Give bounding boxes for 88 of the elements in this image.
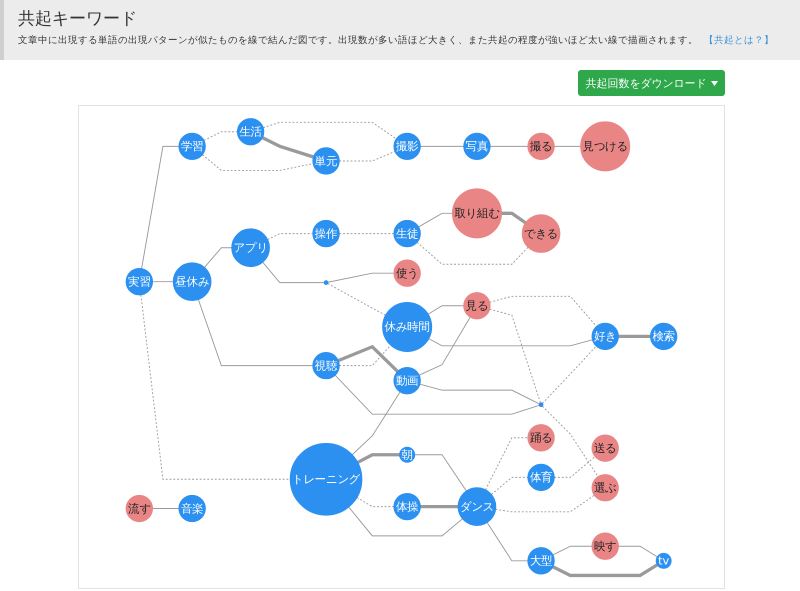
node-circle: ダンス	[458, 487, 496, 526]
connector	[262, 122, 397, 140]
connector	[140, 294, 291, 480]
connector	[416, 242, 529, 265]
node-circle: 検索	[650, 322, 678, 350]
connector	[418, 212, 453, 228]
node-circle: 撮影	[393, 132, 421, 160]
connector	[419, 384, 540, 404]
node-circle: 使う	[393, 260, 421, 287]
node-circle	[324, 280, 328, 285]
connector	[554, 456, 596, 478]
connector	[542, 406, 598, 478]
connector	[262, 136, 314, 159]
node-circle: 実習	[126, 268, 153, 296]
node-circle: tv	[656, 552, 672, 569]
connector	[334, 374, 540, 415]
node-circle: できる	[522, 214, 560, 253]
connector	[618, 546, 658, 558]
node-circle: 踊る	[527, 424, 555, 452]
node-circle: アプリ	[231, 228, 270, 268]
connector	[267, 233, 314, 240]
node-circle: 体操	[393, 492, 421, 520]
connector	[352, 391, 401, 456]
connector	[327, 283, 386, 316]
node-circle: 好き	[592, 322, 619, 350]
node-circle: 視聴	[312, 352, 340, 380]
connector	[490, 146, 528, 147]
connector	[202, 154, 314, 171]
connector	[327, 272, 394, 283]
node-circle: 体育	[527, 464, 555, 492]
connector	[356, 497, 394, 508]
connector	[204, 247, 232, 268]
connector	[489, 296, 597, 327]
node-circle	[538, 402, 544, 408]
connector	[414, 454, 467, 492]
connector	[542, 346, 597, 404]
connector	[348, 506, 463, 536]
node-circle: 取り組む	[452, 188, 502, 238]
connector	[486, 522, 528, 562]
connector	[338, 344, 399, 373]
connector	[141, 146, 180, 270]
node-circle: 映す	[592, 532, 619, 560]
connector	[418, 316, 471, 376]
connector	[489, 308, 541, 404]
help-link: 【共起とは？】	[704, 35, 774, 46]
node-circle: 生活	[236, 118, 264, 146]
node-circle: 見る	[463, 292, 491, 320]
node-circle: 見つける	[580, 121, 630, 172]
connector	[356, 453, 400, 464]
node-circle: 動画	[393, 367, 421, 394]
connector	[203, 131, 238, 141]
connector	[152, 508, 180, 509]
node-circle: 写真	[463, 132, 491, 160]
node-circle: 選ぶ	[592, 474, 619, 502]
connector	[490, 476, 528, 495]
connector	[554, 146, 582, 147]
connector	[485, 437, 528, 490]
node-circle: 休み時間	[382, 302, 432, 352]
connector	[198, 299, 314, 366]
connector	[152, 281, 174, 282]
connector	[338, 151, 396, 162]
connector	[552, 563, 658, 578]
page-title: 共起キーワード	[18, 9, 137, 29]
node-circle: トレーニング	[290, 442, 362, 516]
node-circle: 単元	[312, 147, 340, 175]
connector	[552, 546, 592, 556]
connector	[428, 305, 464, 315]
description-text: 文章中に出現する単語の出現パターンが似たものを線で結んだ図です。出現数が多い語ほど大きく、また共起の程度が強いほど太い線で描画されます。	[18, 35, 698, 46]
connector	[338, 344, 392, 366]
node-circle: 操作	[312, 220, 340, 248]
node-circle: 流す	[126, 494, 153, 522]
download-button: 共起回数をダウンロード	[578, 70, 725, 96]
node-circle: 昼休み	[172, 262, 212, 302]
connector	[338, 233, 394, 234]
connector	[428, 338, 593, 346]
connector	[420, 146, 464, 147]
connector	[262, 262, 325, 284]
node-circle: 生徒	[393, 220, 421, 248]
node-circle: 朝	[399, 446, 416, 463]
node-circle: 音楽	[178, 494, 206, 522]
connector	[495, 494, 595, 512]
connector	[618, 334, 650, 338]
node-circle: 送る	[592, 434, 619, 462]
connector	[501, 212, 527, 224]
node-circle: 学習	[178, 132, 206, 160]
node-circle: 撮る	[527, 132, 555, 160]
node-circle: 大型	[527, 547, 555, 575]
connector	[420, 504, 458, 508]
